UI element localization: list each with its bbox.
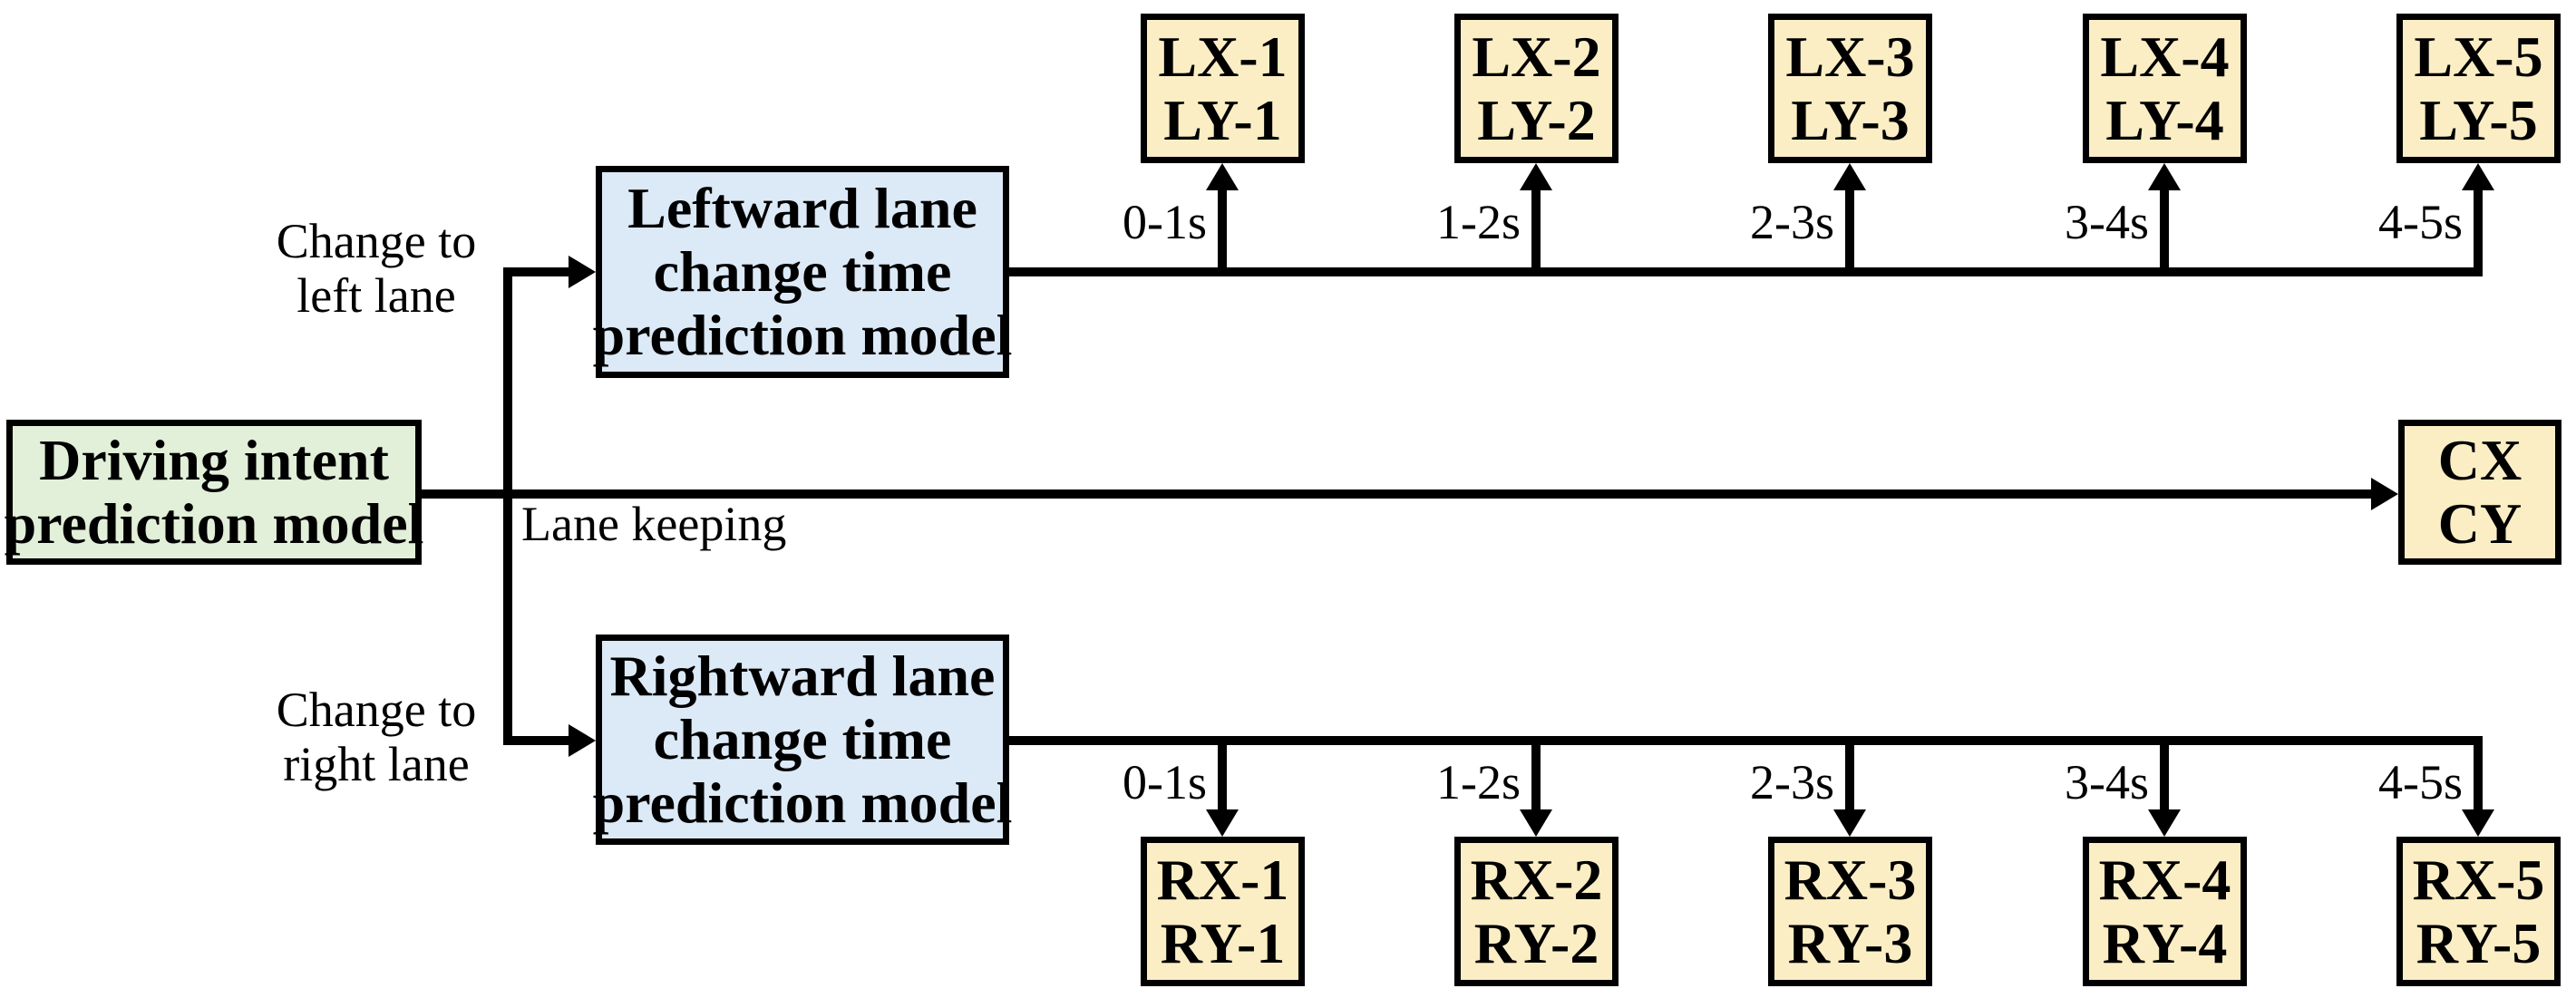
output-box-top-5: LX-5 LY-5 [2396, 14, 2561, 163]
output-center-line1: CX [2437, 428, 2523, 492]
arrowhead-into-rightward-model [569, 724, 596, 757]
output-box-top-3: LX-3 LY-3 [1768, 14, 1932, 163]
rightward-model-line3: prediction model [592, 770, 1013, 835]
output-box-top-1: LX-1 LY-1 [1141, 14, 1305, 163]
label-right-line2: right lane [283, 737, 470, 791]
connector-bottom-arrow-4 [2160, 741, 2169, 812]
output-top-4-line2: LY-4 [2105, 87, 2224, 152]
time-label-bottom-4: 3-4s [2065, 755, 2149, 809]
connector-bottom-bus [1009, 736, 2483, 745]
connector-bottom-arrow-1 [1218, 741, 1227, 812]
label-left-line2: left lane [296, 268, 456, 323]
time-label-top-1: 0-1s [1123, 195, 1207, 249]
time-label-bottom-1: 0-1s [1123, 755, 1207, 809]
arrowhead-top-3 [1833, 163, 1866, 190]
output-box-bottom-5: RX-5 RY-5 [2396, 837, 2561, 986]
arrowhead-top-1 [1206, 163, 1239, 190]
arrowhead-into-cx-box [2371, 478, 2398, 510]
connector-left-elbow [503, 267, 571, 276]
label-left-line1: Change to [276, 214, 477, 268]
connector-bottom-arrow-5 [2474, 741, 2483, 812]
connector-bottom-arrow-2 [1531, 741, 1541, 812]
output-bottom-2-line1: RX-2 [1470, 847, 1603, 912]
output-bottom-4-line1: RX-4 [2098, 847, 2231, 912]
label-lane-keeping: Lane keeping [521, 497, 787, 551]
arrowhead-bottom-4 [2148, 809, 2181, 837]
output-box-bottom-4: RX-4 RY-4 [2083, 837, 2247, 986]
arrowhead-bottom-3 [1833, 809, 1866, 837]
output-top-3-line1: LX-3 [1785, 24, 1915, 89]
output-bottom-4-line2: RY-4 [2102, 910, 2228, 975]
rightward-model-box: Rightward lane change time prediction mo… [593, 635, 1012, 845]
time-label-top-5: 4-5s [2378, 195, 2463, 249]
connector-top-arrow-1 [1218, 186, 1227, 272]
connector-bottom-arrow-3 [1845, 741, 1854, 812]
output-top-5-line2: LY-5 [2419, 87, 2538, 152]
leftward-model-box: Leftward lane change time prediction mod… [593, 166, 1012, 378]
leftward-model-line2: change time [653, 239, 952, 304]
connector-top-arrow-2 [1531, 186, 1541, 272]
output-top-2-line2: LY-2 [1477, 87, 1596, 152]
output-top-4-line1: LX-4 [2100, 24, 2230, 89]
arrowhead-bottom-5 [2462, 809, 2494, 837]
output-box-bottom-1: RX-1 RY-1 [1141, 837, 1305, 986]
output-top-5-line1: LX-5 [2414, 24, 2543, 89]
driving-intent-model-box: Driving intent prediction model [4, 420, 424, 565]
time-label-bottom-5: 4-5s [2378, 755, 2463, 809]
output-center-line2: CY [2437, 491, 2523, 556]
rightward-model-line2: change time [653, 707, 952, 771]
output-box-center: CX CY [2398, 420, 2561, 565]
output-bottom-3-line1: RX-3 [1784, 847, 1917, 912]
arrowhead-bottom-1 [1206, 809, 1239, 837]
leftward-model-line3: prediction model [592, 303, 1013, 367]
output-bottom-2-line2: RY-2 [1473, 910, 1599, 975]
arrowhead-top-4 [2148, 163, 2181, 190]
arrowhead-bottom-2 [1520, 809, 1552, 837]
output-bottom-1-line1: RX-1 [1156, 847, 1289, 912]
driving-intent-line1: Driving intent [39, 428, 389, 492]
output-bottom-1-line2: RY-1 [1160, 910, 1286, 975]
connector-right-elbow [503, 736, 571, 745]
label-right-line1: Change to [276, 683, 477, 737]
arrowhead-top-5 [2462, 163, 2494, 190]
leftward-model-line1: Leftward lane [627, 176, 977, 240]
arrowhead-into-leftward-model [569, 256, 596, 288]
output-top-1-line1: LX-1 [1158, 24, 1288, 89]
output-box-top-2: LX-2 LY-2 [1454, 14, 1619, 163]
connector-top-bus [1009, 267, 2483, 276]
label-change-to-right-lane: Change to right lane [236, 683, 517, 791]
driving-intent-line2: prediction model [4, 491, 424, 556]
connector-lane-keeping [422, 489, 2374, 499]
output-box-bottom-2: RX-2 RY-2 [1454, 837, 1619, 986]
arrowhead-top-2 [1520, 163, 1552, 190]
output-top-1-line2: LY-1 [1163, 87, 1282, 152]
time-label-top-4: 3-4s [2065, 195, 2149, 249]
output-top-2-line1: LX-2 [1472, 24, 1601, 89]
time-label-bottom-2: 1-2s [1436, 755, 1521, 809]
output-box-top-4: LX-4 LY-4 [2083, 14, 2247, 163]
rightward-model-line1: Rightward lane [609, 644, 996, 708]
output-bottom-5-line1: RX-5 [2412, 847, 2545, 912]
label-change-to-left-lane: Change to left lane [236, 214, 517, 323]
connector-branch-vertical [503, 267, 512, 745]
output-top-3-line2: LY-3 [1791, 87, 1910, 152]
output-bottom-5-line2: RY-5 [2416, 910, 2542, 975]
connector-top-arrow-3 [1845, 186, 1854, 272]
connector-top-arrow-5 [2474, 186, 2483, 272]
output-bottom-3-line2: RY-3 [1787, 910, 1913, 975]
connector-top-arrow-4 [2160, 186, 2169, 272]
time-label-bottom-3: 2-3s [1750, 755, 1834, 809]
output-box-bottom-3: RX-3 RY-3 [1768, 837, 1932, 986]
time-label-top-2: 1-2s [1436, 195, 1521, 249]
time-label-top-3: 2-3s [1750, 195, 1834, 249]
